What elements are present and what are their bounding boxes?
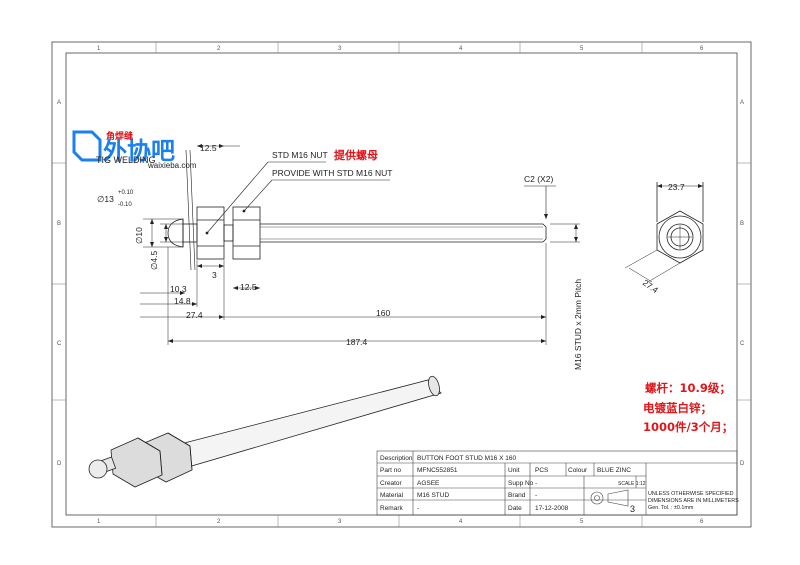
note-line-3: 1000件/3个月； xyxy=(643,420,733,434)
callout-thread: M16 STUD x 2mm Pitch xyxy=(573,279,583,370)
watermark-logo: 外协吧 角焊缝 TIG WELDING waixieba.com xyxy=(72,130,197,170)
dim-nut-thickness-bottom: 12.5 xyxy=(240,282,257,292)
col-label-3: 3 xyxy=(338,46,342,52)
hex-arrowheads xyxy=(657,184,703,188)
dimension-lines xyxy=(140,145,580,345)
dim-pin-diameter: ∅4.5 xyxy=(149,251,159,270)
note-line-1: 螺杆：10.9级； xyxy=(645,381,731,395)
dim-neck-diameter: ∅10 xyxy=(134,227,144,244)
tb-brand-label: Brand xyxy=(508,492,526,499)
col-label-1-bottom: 1 xyxy=(97,519,101,525)
note-provide-nut-cn: 提供螺母 xyxy=(334,148,378,162)
dim-hex-flats: 23.7 xyxy=(668,182,685,192)
col-label-1: 1 xyxy=(97,46,101,52)
dim-160: 160 xyxy=(376,308,390,318)
isometric-view xyxy=(88,375,442,488)
row-label-b: B xyxy=(57,221,61,227)
tb-material-value: M16 STUD xyxy=(417,492,449,499)
tb-colour-label: Colour xyxy=(568,467,588,474)
tb-creator-label: Creator xyxy=(380,480,403,487)
dim-gap: 3 xyxy=(212,270,217,280)
tb-brand-value: - xyxy=(535,492,537,499)
dim-14-8: 14.8 xyxy=(174,296,191,306)
col-label-6-bottom: 6 xyxy=(700,519,704,525)
row-label-c: C xyxy=(57,341,62,347)
col-label-5: 5 xyxy=(580,46,584,52)
dim-ball-tol-minus: -0.10 xyxy=(118,202,132,208)
tb-date-value: 17-12-2008 xyxy=(535,505,569,512)
watermark-red-text: 角焊缝 xyxy=(106,130,133,142)
tb-unit-label: Unit xyxy=(508,467,520,474)
dim-nut-thickness-top: 12.5 xyxy=(200,143,217,153)
col-label-3-bottom: 3 xyxy=(338,519,342,525)
dim-ball-tol-plus: +0.10 xyxy=(118,190,134,196)
row-label-a-right: A xyxy=(740,100,744,106)
stud-side-view xyxy=(167,206,547,260)
tb-remark-value: - xyxy=(417,505,419,512)
callout-chamfer: C2 (X2) xyxy=(524,174,553,184)
tb-scale: SCALE 1:12 xyxy=(618,481,646,487)
col-label-2-bottom: 2 xyxy=(217,519,221,525)
callout-provide-nut: PROVIDE WITH STD M16 NUT xyxy=(272,168,392,178)
dim-187-4: 187.4 xyxy=(346,337,368,347)
col-label-4-bottom: 4 xyxy=(459,519,463,525)
hex-end-view xyxy=(624,182,704,283)
tb-supp-value: - xyxy=(535,480,537,487)
col-label-2: 2 xyxy=(217,46,221,52)
title-block xyxy=(376,450,738,516)
note-line-2: 电镀蓝白锌； xyxy=(643,401,712,415)
tb-supp-label: Supp No xyxy=(508,480,534,487)
row-label-d: D xyxy=(57,461,62,467)
row-label-d-right: D xyxy=(740,461,745,467)
tb-remark-label: Remark xyxy=(380,505,404,512)
col-label-4: 4 xyxy=(459,46,463,52)
tb-material-label: Material xyxy=(380,492,404,499)
row-label-b-right: B xyxy=(740,221,744,227)
watermark-logo-text: 外协吧 xyxy=(103,137,175,165)
tb-sheet-number: 3 xyxy=(630,504,635,514)
watermark-sub-text: TIG WELDING xyxy=(96,155,156,165)
arrowheads xyxy=(150,144,578,343)
dim-ball-diameter: ∅13 xyxy=(97,194,114,204)
tb-general-note-3: Gen. Tol. : ±0.1mm xyxy=(648,505,694,511)
dim-hex-corners: 27.4 xyxy=(641,277,661,295)
tb-creator-value: AGSEE xyxy=(417,480,440,487)
row-label-a: A xyxy=(57,100,61,106)
watermark-url-text: waixieba.com xyxy=(147,161,197,170)
tb-partno-value: MFNC552851 xyxy=(417,467,458,474)
tb-general-note-1: UNLESS OTHERWISE SPECIFIED xyxy=(648,491,734,497)
col-label-5-bottom: 5 xyxy=(580,519,584,525)
callout-std-nut: STD M16 NUT xyxy=(272,150,328,160)
tb-colour-value: BLUE ZINC xyxy=(597,467,631,474)
row-label-c-right: C xyxy=(740,341,745,347)
dim-10-3: 10.3 xyxy=(170,284,187,294)
tb-partno-label: Part no xyxy=(380,467,401,474)
tb-date-label: Date xyxy=(508,505,522,512)
dim-27-4: 27.4 xyxy=(186,310,203,320)
tb-description-value: BUTTON FOOT STUD M16 X 160 xyxy=(417,455,516,462)
leader-lines xyxy=(185,149,556,271)
col-label-6: 6 xyxy=(700,46,704,52)
grid-ticks xyxy=(52,42,751,527)
tb-general-note-2: DIMENSIONS ARE IN MILLIMETERS xyxy=(648,498,739,504)
outer-frame xyxy=(51,41,752,528)
tb-unit-value: PCS xyxy=(535,467,549,474)
tb-description-label: Description xyxy=(380,455,413,462)
projection-symbol xyxy=(590,489,629,507)
